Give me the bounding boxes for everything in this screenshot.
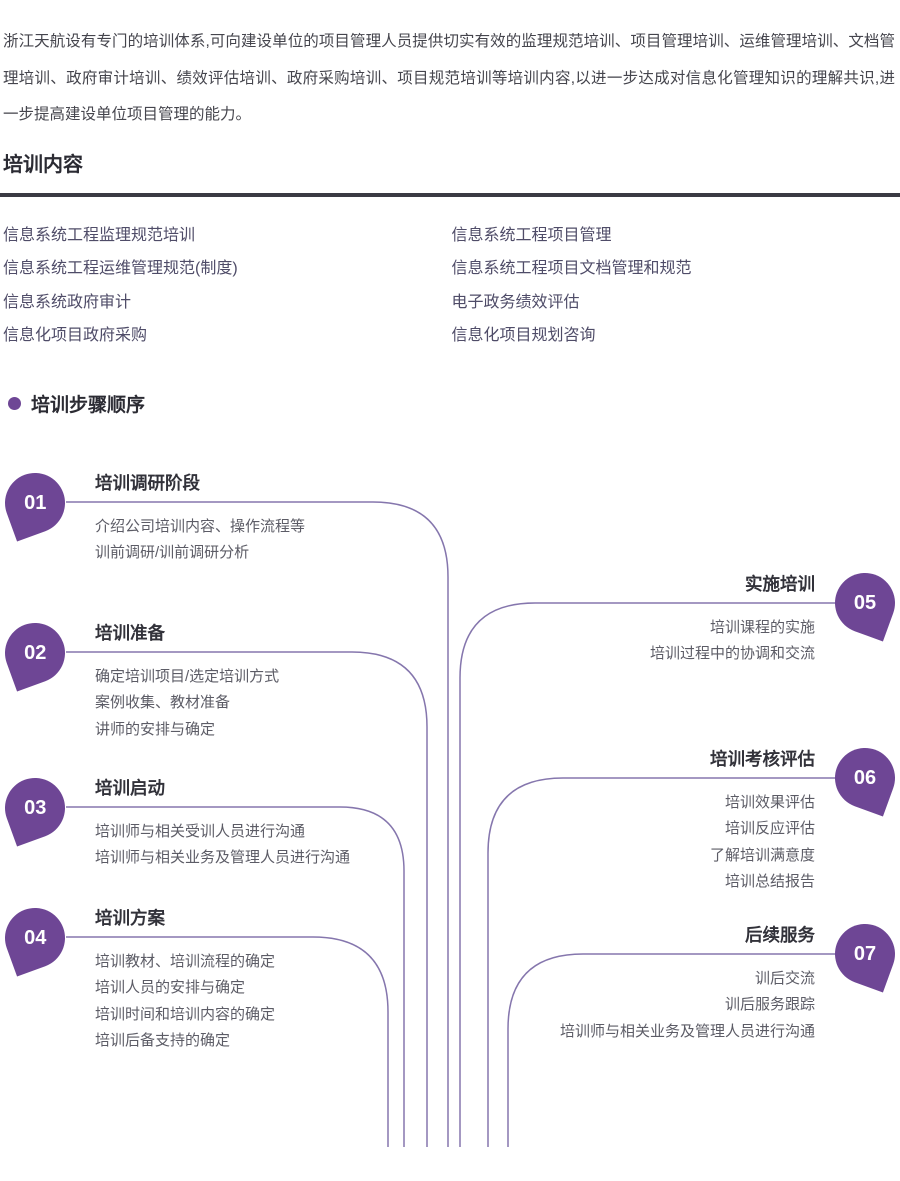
list-item: 信息化项目规划咨询: [451, 327, 596, 344]
step-item: 培训时间和培训内容的确定: [95, 1005, 276, 1023]
step-item: 培训效果评估: [724, 793, 815, 811]
step-item: 培训师与相关业务及管理人员进行沟通: [559, 1022, 815, 1040]
connector-step-02: [66, 650, 428, 1147]
step-items: 培训效果评估 培训反应评估 了解培训满意度 培训总结报告: [710, 778, 815, 896]
step-title: 培训调研阶段: [95, 472, 200, 493]
step-items: 介绍公司培训内容、操作流程等 训前调研/训前调研分析: [95, 502, 305, 567]
step-number: 05: [853, 591, 877, 613]
step-item: 训前调研/训前调研分析: [95, 544, 250, 561]
connector-step-03: [66, 805, 405, 1147]
step-title: 培训方案: [95, 907, 165, 928]
steps-section-header: 培训步骤顺序: [8, 391, 900, 417]
intro-paragraph: 浙江天航设有专门的培训体系,可向建设单位的项目管理人员提供切实有效的监理规范培训…: [3, 33, 895, 123]
step-item: 培训师与相关受训人员进行沟通: [95, 822, 306, 840]
step-item: 培训师与相关业务及管理人员进行沟通: [95, 849, 351, 866]
list-item: 信息系统工程项目文档管理和规范: [451, 260, 692, 277]
list-item: 信息系统工程监理规范培训: [3, 226, 196, 244]
step-item: 培训课程的实施: [709, 618, 815, 636]
step-07: 后续服务 训后交流 训后服务跟踪 培训师与相关业务及管理人员进行沟通: [560, 924, 815, 1046]
step-title: 培训准备: [95, 622, 165, 643]
step-number: 01: [23, 491, 47, 513]
step-items: 培训教材、培训流程的确定 培训人员的安排与确定 培训时间和培训内容的确定 培训后…: [95, 937, 275, 1055]
step-number: 02: [23, 641, 47, 663]
step-number: 03: [23, 796, 47, 818]
step-item: 讲师的安排与确定: [95, 720, 216, 738]
step-items: 培训师与相关受训人员进行沟通 培训师与相关业务及管理人员进行沟通: [95, 807, 350, 872]
step-items: 培训课程的实施 培训过程中的协调和交流: [650, 603, 815, 668]
connector-step-06: [487, 776, 836, 1147]
step-item: 培训反应评估: [724, 820, 815, 837]
flow-connectors: [66, 500, 836, 1147]
step-02: 培训准备 确定培训项目/选定培训方式 案例收集、教材准备 讲师的安排与确定: [95, 622, 279, 744]
step-item: 了解培训满意度: [709, 846, 815, 864]
divider-rule: [0, 192, 900, 197]
step-item: 案例收集、教材准备: [95, 694, 231, 711]
step-number: 04: [23, 926, 47, 948]
step-item: 训后交流: [754, 969, 815, 987]
training-content-list: 信息系统工程监理规范培训 信息系统工程运维管理规范(制度) 信息系统政府审计 信…: [0, 197, 900, 353]
step-03: 培训启动 培训师与相关受训人员进行沟通 培训师与相关业务及管理人员进行沟通: [95, 777, 350, 872]
step-item: 训后服务跟踪: [724, 996, 815, 1013]
step-title: 实施培训: [745, 573, 815, 594]
step-number: 06: [853, 766, 877, 788]
step-items: 确定培训项目/选定培训方式 案例收集、教材准备 讲师的安排与确定: [95, 652, 279, 744]
step-item: 培训总结报告: [724, 873, 815, 890]
bullet-icon: [8, 397, 21, 410]
flow-diagram: 培训调研阶段 介绍公司培训内容、操作流程等 训前调研/训前调研分析 培训准备 确…: [0, 436, 900, 1147]
connector-step-07: [507, 952, 836, 1147]
list-item: 信息系统工程项目管理: [451, 226, 612, 244]
step-item: 确定培训项目/选定培训方式: [95, 667, 280, 685]
step-item: 介绍公司培训内容、操作流程等: [95, 517, 306, 535]
step-title: 培训考核评估: [710, 748, 815, 769]
training-content-left-column: 信息系统工程监理规范培训 信息系统工程运维管理规范(制度) 信息系统政府审计 信…: [3, 219, 452, 353]
training-content-right-column: 信息系统工程项目管理 信息系统工程项目文档管理和规范 电子政务绩效评估 信息化项…: [452, 219, 900, 353]
step-title: 后续服务: [745, 924, 815, 945]
step-item: 培训过程中的协调和交流: [649, 645, 815, 662]
list-item: 电子政务绩效评估: [451, 293, 580, 311]
step-04: 培训方案 培训教材、培训流程的确定 培训人员的安排与确定 培训时间和培训内容的确…: [95, 907, 275, 1055]
step-number: 07: [853, 942, 877, 964]
step-01: 培训调研阶段 介绍公司培训内容、操作流程等 训前调研/训前调研分析: [95, 472, 305, 567]
section-title-training-content: 培训内容: [3, 153, 83, 176]
step-06: 培训考核评估 培训效果评估 培训反应评估 了解培训满意度 培训总结报告: [710, 748, 815, 896]
section-title-training-steps: 培训步骤顺序: [31, 395, 146, 416]
connector-step-01: [66, 500, 449, 1147]
step-title: 培训启动: [95, 777, 165, 798]
step-item: 培训教材、培训流程的确定: [95, 952, 276, 970]
list-item: 信息系统工程运维管理规范(制度): [3, 260, 238, 277]
list-item: 信息化项目政府采购: [3, 327, 148, 344]
step-item: 培训后备支持的确定: [95, 1032, 231, 1049]
step-05: 实施培训 培训课程的实施 培训过程中的协调和交流: [650, 573, 815, 668]
list-item: 信息系统政府审计: [3, 293, 132, 311]
step-items: 训后交流 训后服务跟踪 培训师与相关业务及管理人员进行沟通: [560, 954, 815, 1046]
step-item: 培训人员的安排与确定: [95, 979, 246, 996]
connector-step-05: [459, 601, 836, 1147]
connector-step-04: [66, 935, 389, 1147]
